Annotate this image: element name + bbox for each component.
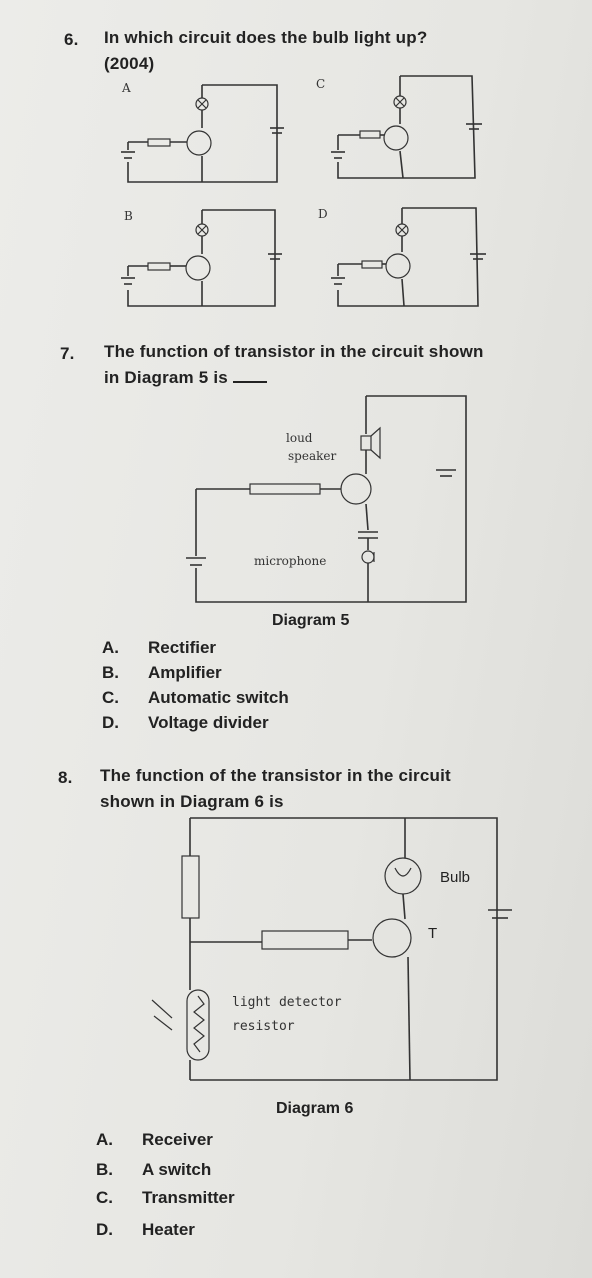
diagram-5-speaker-label: speaker <box>288 449 336 463</box>
question-6-circuits: A C <box>121 75 486 307</box>
q7-option-d[interactable]: D.Voltage divider <box>102 713 269 732</box>
circuit-d-label: D <box>318 207 328 221</box>
question-8-line1: The function of the transistor in the ci… <box>100 766 451 785</box>
diagram-6-light-detector-label: light detector <box>232 995 342 1010</box>
circuit-a: A <box>121 81 284 183</box>
circuit-a-label: A <box>121 81 131 95</box>
q8-option-d[interactable]: D.Heater <box>96 1220 195 1239</box>
circuit-b-label: B <box>124 209 133 223</box>
diagram-5-loud-label: loud <box>286 431 313 445</box>
diagram-6-resistor-label: resistor <box>232 1019 295 1034</box>
diagram-6-bulb-label: Bulb <box>440 869 470 886</box>
diagram-5-microphone-label: microphone <box>254 554 326 568</box>
answer-blank <box>232 367 267 383</box>
q8-option-b[interactable]: B.A switch <box>96 1160 212 1179</box>
question-7-line1: The function of transistor in the circui… <box>104 342 484 361</box>
q7-option-a[interactable]: A.Rectifier <box>102 638 217 657</box>
question-8-line2: shown in Diagram 6 is <box>100 792 284 811</box>
diagram-6-caption: Diagram 6 <box>276 1100 354 1117</box>
circuit-b: B <box>121 209 282 307</box>
question-7-line2: in Diagram 5 is <box>104 366 267 390</box>
circuit-c: C <box>316 75 482 179</box>
question-6-number: 6. <box>64 30 79 49</box>
q8-option-c[interactable]: C.Transmitter <box>96 1188 235 1207</box>
question-8-number: 8. <box>58 768 73 787</box>
diagram-6: Bulb T light detector resistor <box>151 817 512 1081</box>
q8-option-a[interactable]: A.Receiver <box>96 1130 213 1149</box>
diagram-5-caption: Diagram 5 <box>272 612 350 629</box>
question-6-text: In which circuit does the bulb light up? <box>104 28 428 47</box>
diagram-6-t-label: T <box>428 925 437 942</box>
circuit-d: D <box>318 207 486 307</box>
q7-option-b[interactable]: B.Amplifier <box>102 663 222 682</box>
q7-option-c[interactable]: C.Automatic switch <box>102 688 289 707</box>
circuit-c-label: C <box>316 77 325 91</box>
question-7-number: 7. <box>60 344 75 363</box>
diagram-5: loud speaker microphone <box>186 395 467 603</box>
question-6-year: (2004) <box>104 54 155 73</box>
